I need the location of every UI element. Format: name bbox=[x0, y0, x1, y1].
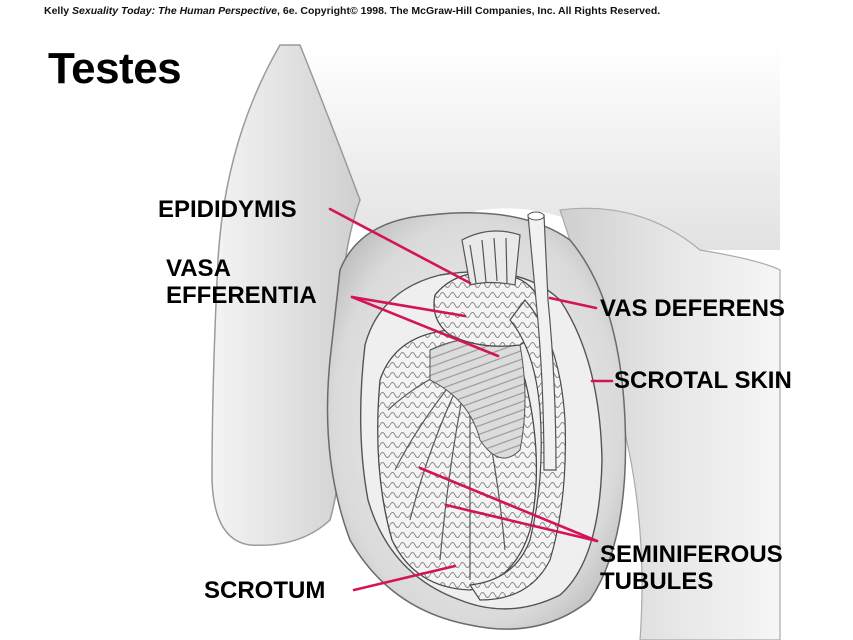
label-vasa-line2: EFFERENTIA bbox=[166, 282, 317, 309]
page-title: Testes bbox=[48, 44, 182, 93]
credit-book-title: Sexuality Today: The Human Perspective bbox=[72, 5, 278, 17]
label-epididymis: EPIDIDYMIS bbox=[158, 196, 297, 223]
credit-author: Kelly bbox=[44, 5, 70, 17]
label-scrotum: SCROTUM bbox=[204, 577, 326, 604]
leader-seminiferous-2 bbox=[444, 503, 599, 543]
torso-shape bbox=[270, 45, 780, 320]
label-seminiferous-line2: TUBULES bbox=[600, 568, 714, 595]
credit-rest: , 6e. Copyright© 1998. The McGraw-Hill C… bbox=[277, 5, 661, 17]
leader-vas-deferens bbox=[548, 296, 598, 310]
copyright-credit: Kelly Sexuality Today: The Human Perspec… bbox=[44, 5, 660, 17]
left-thigh bbox=[211, 44, 361, 547]
leader-seminiferous-1 bbox=[418, 466, 599, 543]
leader-vasa-1 bbox=[350, 295, 467, 318]
spermatic-cord bbox=[461, 230, 521, 286]
leader-vasa-2 bbox=[350, 295, 500, 358]
leader-lines bbox=[328, 207, 614, 592]
label-scrotal-skin: SCROTAL SKIN bbox=[614, 367, 792, 394]
vas-deferens-tube bbox=[527, 214, 557, 471]
label-vasa-line1: VASA bbox=[166, 255, 231, 282]
leader-epididymis bbox=[328, 207, 472, 285]
vas-deferens-opening bbox=[527, 211, 545, 221]
label-seminiferous-line1: SEMINIFEROUS bbox=[600, 541, 783, 568]
label-vas-deferens: VAS DEFERENS bbox=[600, 295, 785, 322]
leader-scrotum bbox=[352, 564, 457, 592]
